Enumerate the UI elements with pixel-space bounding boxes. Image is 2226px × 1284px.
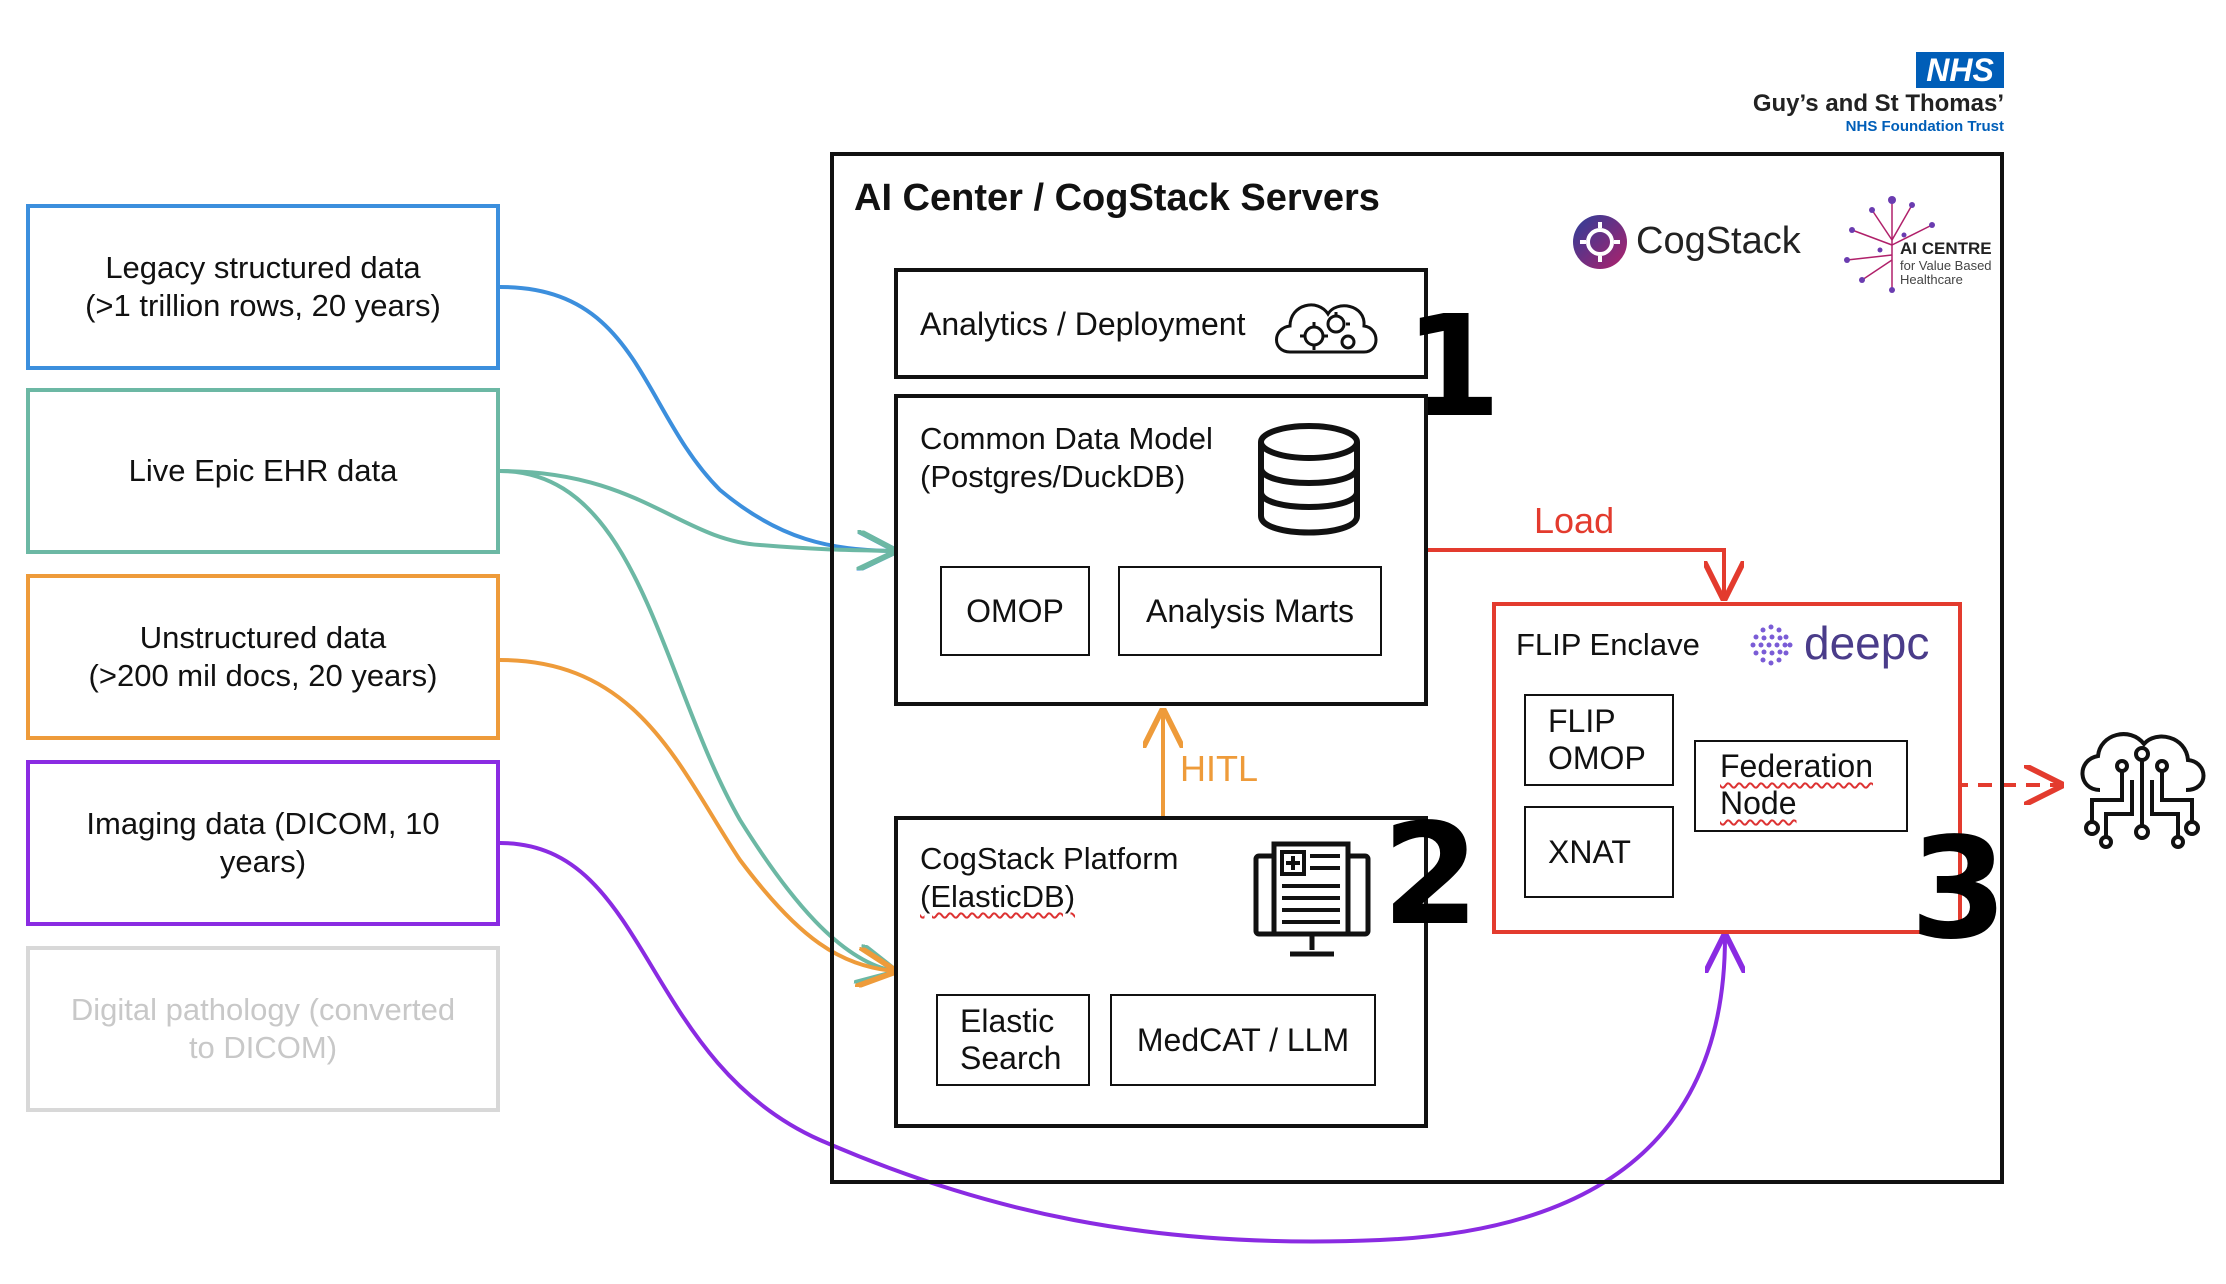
source-label: Unstructured data (>200 mil docs, 20 yea…	[88, 620, 438, 693]
database-icon	[1258, 423, 1360, 536]
source-unstructured: Unstructured data (>200 mil docs, 20 yea…	[26, 574, 500, 740]
number-three: 3	[1910, 808, 2008, 971]
epic-to-cdm-arrow	[499, 469, 893, 551]
aicentre-logo-text-2: for Value Based	[1900, 258, 1992, 273]
xnat-label: XNAT	[1548, 833, 1631, 870]
server-box	[830, 152, 2004, 1184]
nhs-logo: NHS	[1916, 52, 2004, 88]
legacy-to-cdm-arrow	[499, 285, 893, 551]
flip-omop-box: FLIP OMOP	[1524, 694, 1674, 786]
analytics-label: Analytics / Deployment	[920, 306, 1246, 342]
source-label: Imaging data (DICOM, 10 years)	[86, 806, 440, 879]
load-label: Load	[1534, 500, 1615, 541]
source-imaging: Imaging data (DICOM, 10 years)	[26, 760, 500, 926]
org-sub: NHS Foundation Trust	[1845, 118, 2004, 135]
elastic-search-label: Elastic Search	[960, 1003, 1062, 1076]
deepc-logo-icon	[1750, 624, 1793, 666]
aicentre-logo-text-3: Healthcare	[1900, 272, 1963, 287]
deepc-logo-text: deepc	[1804, 617, 1930, 669]
omop-box: OMOP	[940, 566, 1090, 656]
cloud-gears-icon	[1275, 303, 1378, 354]
source-digital-pathology: Digital pathology (converted to DICOM)	[26, 946, 500, 1112]
elastic-search-box: Elastic Search	[936, 994, 1090, 1086]
hitl-label: HITL	[1180, 748, 1259, 789]
monitor-document-icon	[1253, 841, 1371, 957]
xnat-box: XNAT	[1524, 806, 1674, 898]
federation-label-line1: Federation	[1720, 748, 1873, 784]
cogstack-logo-text: CogStack	[1636, 220, 1801, 262]
analytics-box	[894, 268, 1428, 379]
flip-omop-label: FLIP OMOP	[1548, 703, 1646, 776]
source-live-epic: Live Epic EHR data	[26, 388, 500, 554]
unstructured-to-platform-arrow	[499, 658, 893, 971]
source-legacy-structured: Legacy structured data (>1 trillion rows…	[26, 204, 500, 370]
platform-title-line1: CogStack Platform	[920, 841, 1179, 876]
aicentre-logo-text-1: AI CENTRE	[1900, 239, 1992, 258]
aicentre-logo-icon	[1844, 196, 1935, 293]
imaging-to-flip-arrow	[499, 841, 1725, 1244]
source-label: Legacy structured data (>1 trillion rows…	[85, 250, 441, 323]
load-arrow	[1426, 548, 1724, 597]
server-title: AI Center / CogStack Servers	[854, 177, 1380, 219]
number-two: 2	[1382, 794, 1480, 957]
analysis-marts-box: Analysis Marts	[1118, 566, 1382, 656]
flip-title: FLIP Enclave	[1516, 627, 1700, 662]
platform-title-line2-text: (ElasticDB)	[920, 879, 1076, 914]
source-label: Digital pathology (converted to DICOM)	[70, 992, 456, 1065]
cogstack-logo-icon	[1573, 215, 1627, 269]
source-label: Live Epic EHR data	[128, 453, 398, 488]
cloud-circuit-icon	[2080, 732, 2206, 849]
federation-label-line2: Node	[1720, 785, 1797, 821]
medcat-llm-box: MedCAT / LLM	[1110, 994, 1376, 1086]
cdm-title-line2: (Postgres/DuckDB)	[920, 459, 1186, 494]
org-name: Guy’s and St Thomas’	[1752, 90, 2004, 117]
federation-node-box: Federation Node	[1694, 740, 1908, 832]
analysis-marts-label: Analysis Marts	[1145, 592, 1355, 629]
cdm-title-line1: Common Data Model	[920, 421, 1213, 456]
omop-label: OMOP	[966, 592, 1064, 629]
platform-title-line2: (ElasticDB)	[920, 878, 1075, 916]
medcat-llm-label: MedCAT / LLM	[1136, 1021, 1350, 1058]
